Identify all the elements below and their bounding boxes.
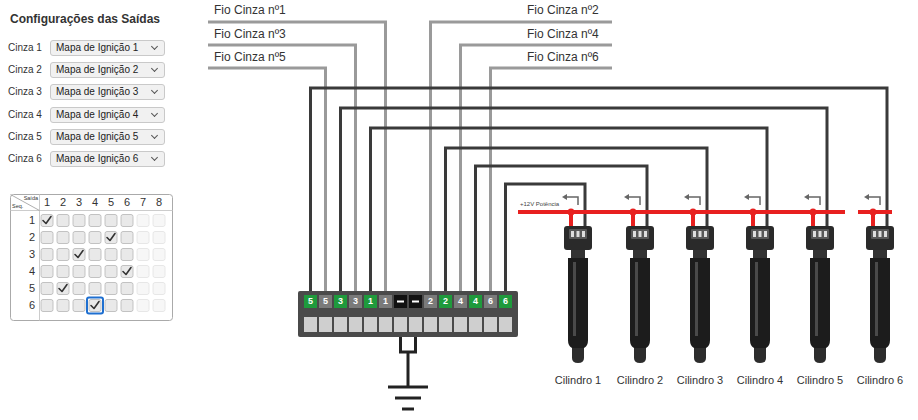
wire-label: Fio Cinza nº3 — [214, 27, 286, 41]
pin-number: 1 — [368, 296, 373, 306]
dropdown-text: Mapa de Ignição 6 — [56, 153, 138, 164]
pin-number: 6 — [503, 296, 508, 306]
ignition-coil — [564, 226, 894, 363]
output-label: Cinza 3 — [8, 84, 42, 100]
connector-pin: 5 — [319, 295, 332, 308]
column-number: 7 — [140, 196, 146, 209]
column-number: 6 — [124, 196, 130, 209]
row-number: 6 — [29, 299, 35, 312]
connector-pin: 3 — [349, 295, 362, 308]
cylinder-label: Cilindro 6 — [857, 374, 903, 387]
cylinder-label: Cilindro 1 — [555, 374, 601, 387]
dropdown-text: Mapa de Ignição 2 — [56, 64, 138, 75]
connector-pin: 6 — [499, 295, 512, 308]
column-number: 8 — [156, 196, 162, 209]
pin-number: 3 — [338, 296, 343, 306]
wire-label: Fio Cinza nº5 — [214, 50, 286, 64]
ground-symbol — [388, 337, 428, 409]
dropdown-text: Mapa de Ignição 1 — [56, 42, 138, 53]
row-number: 5 — [29, 282, 35, 295]
pin-number: 5 — [308, 296, 313, 306]
row-number: 1 — [29, 214, 35, 227]
connector-pin: 5 — [304, 295, 317, 308]
cylinder-label: Cilindro 3 — [677, 374, 723, 387]
pin-number: 2 — [443, 296, 448, 306]
signal-wire — [208, 22, 612, 291]
output-label: Cinza 2 — [8, 62, 42, 78]
dropdown-text: Mapa de Ignição 4 — [56, 109, 138, 120]
row-number: 4 — [29, 265, 35, 278]
connector-pin: 6 — [484, 295, 497, 308]
coil-ground-mark — [562, 194, 880, 205]
pin-number: 6 — [488, 296, 493, 306]
cylinder-label: Cilindro 2 — [617, 374, 663, 387]
pin-number: 1 — [383, 296, 388, 306]
output-dropdown: Mapa de Ignição 6 — [50, 151, 165, 167]
cylinder-label: Cilindro 4 — [737, 374, 783, 387]
coil-wire — [311, 88, 888, 291]
output-dropdown: Mapa de Ignição 3 — [50, 84, 165, 100]
column-number: 5 — [108, 196, 114, 209]
supply-wire — [518, 209, 892, 227]
output-label: Cinza 1 — [8, 40, 42, 56]
dropdown-text: Mapa de Ignição 3 — [56, 86, 138, 97]
pin-number: 5 — [323, 296, 328, 306]
pin-number: 3 — [353, 296, 358, 306]
row-number: 2 — [29, 231, 35, 244]
pin-number: 4 — [473, 296, 478, 306]
output-dropdown: Mapa de Ignição 1 — [50, 40, 165, 56]
wire-label: Fio Cinza nº1 — [214, 3, 286, 17]
pin-number: 2 — [428, 296, 433, 306]
output-label: Cinza 4 — [8, 107, 42, 123]
output-label: Cinza 6 — [8, 151, 42, 167]
cylinder-label: Cilindro 5 — [797, 374, 843, 387]
dropdown-text: Mapa de Ignição 5 — [56, 131, 138, 142]
table-corner-heading: Seq. — [12, 203, 23, 209]
connector-pin: 3 — [334, 295, 347, 308]
output-dropdown: Mapa de Ignição 5 — [50, 129, 165, 145]
panel-title: Configurações das Saídas — [10, 12, 160, 26]
output-label: Cinza 5 — [8, 129, 42, 145]
pin-number: 4 — [458, 296, 463, 306]
output-dropdown: Mapa de Ignição 4 — [50, 107, 165, 123]
column-number: 2 — [60, 196, 66, 209]
connector-pin: 1 — [379, 295, 392, 308]
row-number: 3 — [29, 248, 35, 261]
sequence-table — [11, 195, 173, 321]
wire-label: Fio Cinza nº6 — [527, 50, 599, 64]
connector-pin: 2 — [424, 295, 437, 308]
supply-label: +12V Potência — [520, 201, 559, 208]
connector-pin: 4 — [454, 295, 467, 308]
connector-pin: 2 — [439, 295, 452, 308]
table-corner-heading: Saída — [24, 195, 38, 201]
wire-label: Fio Cinza nº2 — [527, 3, 599, 17]
connector-pin: 1 — [364, 295, 377, 308]
connector-block — [298, 291, 518, 337]
column-number: 3 — [76, 196, 82, 209]
column-number: 4 — [92, 196, 98, 209]
wire-label: Fio Cinza nº4 — [527, 27, 599, 41]
connector-pin: 4 — [469, 295, 482, 308]
output-dropdown: Mapa de Ignição 2 — [50, 62, 165, 78]
column-number: 1 — [44, 196, 50, 209]
